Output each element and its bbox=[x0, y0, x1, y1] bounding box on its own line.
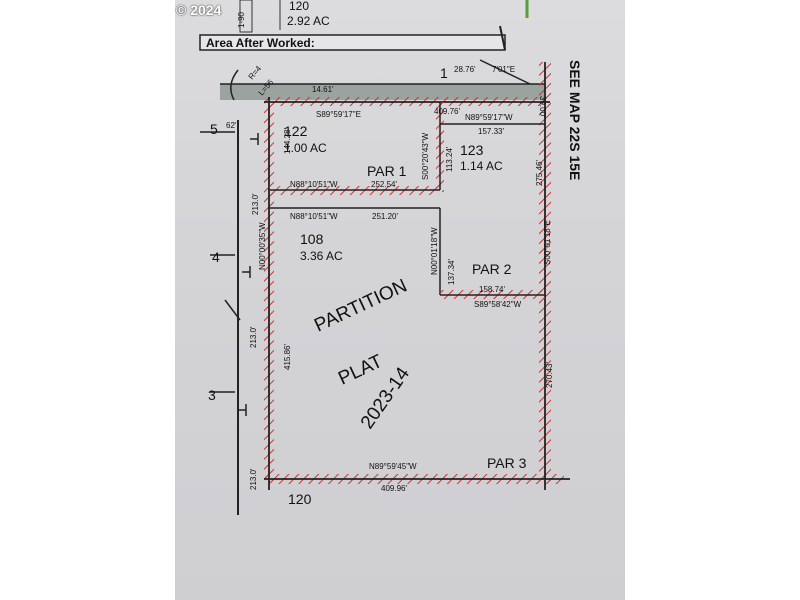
parcel-120-bottom: 120 bbox=[288, 491, 312, 507]
parcel-108-num: 108 bbox=[300, 231, 324, 247]
par-3-label: PAR 3 bbox=[487, 455, 527, 471]
block-3: 3 bbox=[208, 387, 216, 403]
dim-n00-west: N00°00'35"W bbox=[258, 222, 267, 270]
parcel-123-area: 1.14 AC bbox=[460, 159, 503, 173]
dim-251: 251.20' bbox=[372, 212, 398, 221]
strip-dim-right: 28.76' bbox=[454, 65, 476, 74]
dim-157: 157.33' bbox=[478, 127, 504, 136]
see-map-text: SEE MAP 22S 15E bbox=[567, 60, 583, 180]
strip-one: 1 bbox=[440, 65, 448, 81]
dim-s00-2043: S00°20'43"W bbox=[421, 132, 430, 180]
dim-n89-bottom: N89°59'45"W bbox=[369, 462, 417, 471]
dim-s89-top: S89°59'17"E bbox=[316, 110, 361, 119]
partition-line2: PLAT bbox=[335, 351, 386, 390]
street-arrow bbox=[224, 299, 241, 321]
par-2-label: PAR 2 bbox=[472, 261, 512, 277]
dim-415: 415.86' bbox=[283, 344, 292, 370]
side-mark: 1-90 bbox=[237, 11, 246, 28]
dim-275: 275.46' bbox=[535, 160, 544, 186]
road-strip bbox=[220, 84, 545, 100]
header-tick-box bbox=[239, 0, 253, 33]
dim-213-bottom: 213.0' bbox=[249, 468, 258, 490]
dim-n88-b: N88°10'51"W bbox=[290, 212, 338, 221]
top-parcel-num: 120 bbox=[289, 0, 309, 13]
dim-144: 144.28' bbox=[283, 128, 292, 154]
area-box-edge bbox=[499, 25, 506, 51]
strip-bearing-right: 7'01"E bbox=[492, 65, 515, 74]
dim-39: 39.00' bbox=[538, 96, 547, 118]
copyright-watermark: © 2024 bbox=[176, 2, 222, 18]
strip-r-label: R=4 bbox=[247, 64, 264, 82]
strip-curve bbox=[230, 69, 239, 101]
area-after-worked: Area After Worked: bbox=[206, 36, 315, 50]
dim-270: 270.43' bbox=[545, 362, 554, 388]
dim-113: 113.24' bbox=[445, 146, 454, 172]
dim-252: 252.54' bbox=[371, 180, 397, 189]
dim-n89-top: N89°59'17"W bbox=[465, 113, 513, 122]
dim-s00-east: S00°01'18"E bbox=[543, 220, 552, 265]
dim-409-bottom: 409.96' bbox=[381, 484, 407, 493]
parcel-108-area: 3.36 AC bbox=[300, 249, 343, 263]
dim-s89-mid: S89°58'42"W bbox=[474, 300, 522, 309]
dim-top-409: 409.76' bbox=[434, 107, 460, 116]
parcel-123-num: 123 bbox=[460, 142, 484, 158]
dim-158: 158.74' bbox=[479, 285, 505, 294]
top-parcel-area: 2.92 AC bbox=[287, 14, 330, 28]
dim-62: 62' bbox=[226, 121, 237, 130]
parcel-122-num: 122 bbox=[284, 123, 308, 139]
parcel-122-area: 1.00 AC bbox=[284, 141, 327, 155]
dim-137: 137.34' bbox=[447, 259, 456, 285]
block-5: 5 bbox=[210, 121, 218, 137]
dim-213-mid: 213.0' bbox=[249, 326, 258, 348]
strip-diagonal bbox=[479, 59, 531, 85]
par-1-label: PAR 1 bbox=[367, 163, 407, 179]
strip-dim-left: 14.61' bbox=[312, 85, 334, 94]
block-4: 4 bbox=[212, 249, 220, 265]
dim-n00-mid: N00°01'18"W bbox=[430, 227, 439, 275]
area-after-box bbox=[199, 34, 506, 51]
dim-n88-a: N88°10'51"W bbox=[290, 180, 338, 189]
dim-213-top: 213.0' bbox=[251, 193, 260, 215]
partition-line1: PARTITION bbox=[311, 275, 410, 336]
